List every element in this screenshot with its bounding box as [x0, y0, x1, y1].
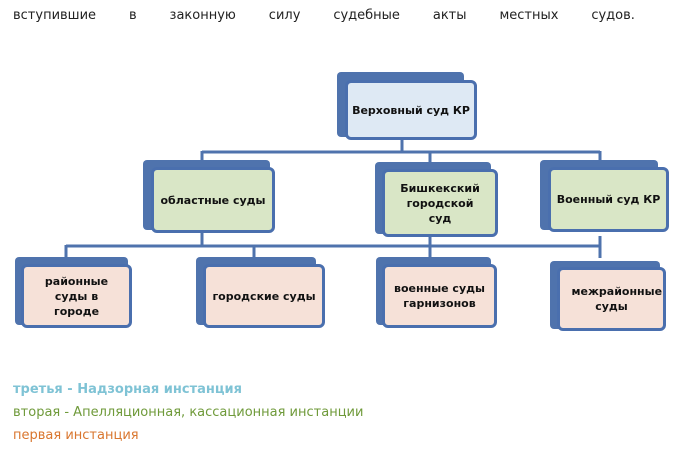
node-regional-courts: областные суды [151, 167, 275, 233]
node-label: областные суды [160, 193, 266, 207]
node-label: военные суды гарнизонов [394, 282, 485, 310]
node-label: Военный суд КР [556, 193, 661, 206]
connector-top-to-middle [200, 140, 602, 162]
intro-word: местных [499, 8, 559, 23]
legend-second-instance: вторая - Апелляционная, кассационная инс… [13, 405, 364, 420]
intro-word: судебные [333, 8, 400, 23]
node-label: Верховный суд КР [352, 103, 470, 117]
intro-text-line: вступившие в законную силу судебные акты… [13, 8, 635, 23]
node-interdistrict-courts: межрайонные суды [557, 267, 666, 331]
node-label: межрайонные суды [571, 285, 663, 313]
intro-word: вступившие [13, 8, 97, 23]
intro-word: в [128, 8, 137, 23]
node-supreme-court: Верховный суд КР [345, 80, 477, 140]
intro-word: силу [268, 8, 301, 23]
intro-word: акты [432, 8, 467, 23]
legend-third-instance: третья - Надзорная инстанция [13, 382, 242, 397]
node-military-court: Военный суд КР [548, 167, 669, 232]
legend-first-instance: первая инстанция [13, 428, 139, 443]
node-label: Бишкекский городской суд [400, 181, 480, 225]
connector-middle-to-bottom [64, 230, 602, 258]
node-label: районные суды в городе [44, 274, 109, 318]
node-district-courts: районные суды в городе [21, 264, 132, 328]
node-label: городские суды [212, 289, 316, 303]
node-garrison-courts: военные суды гарнизонов [382, 264, 497, 328]
node-city-courts: городские суды [203, 264, 325, 328]
node-bishkek-city-court: Бишкекский городской суд [382, 169, 498, 237]
intro-word: судов. [591, 8, 635, 23]
intro-word: законную [169, 8, 236, 23]
